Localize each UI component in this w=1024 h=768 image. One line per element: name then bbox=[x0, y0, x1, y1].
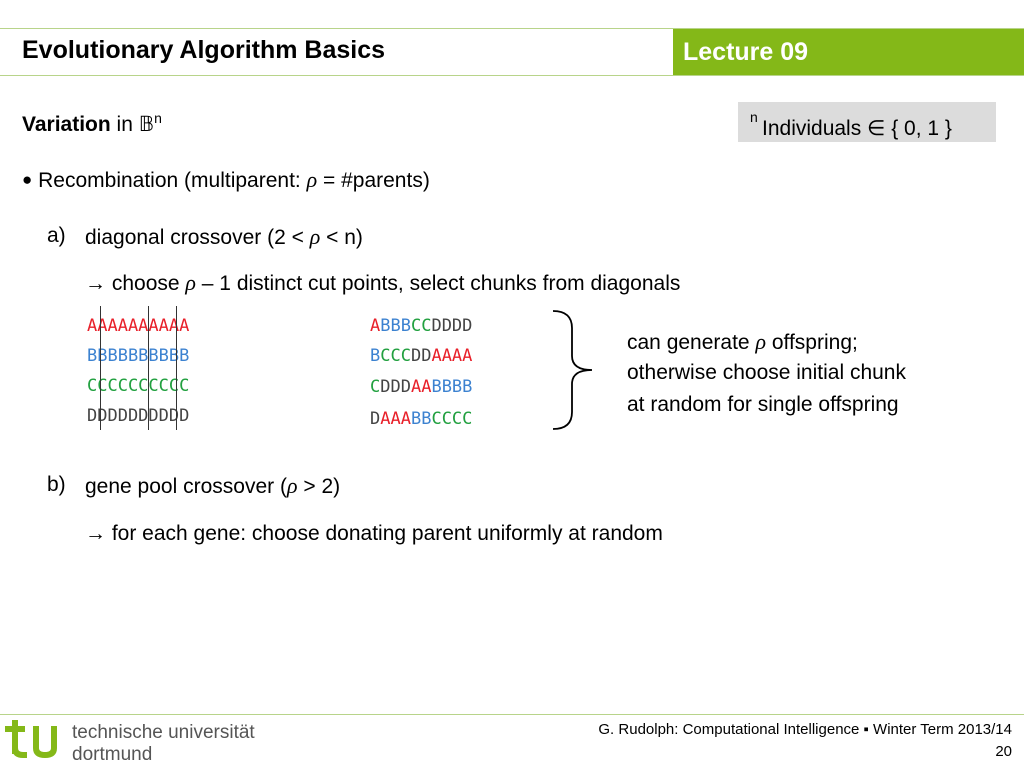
offspring-chunk: CCC bbox=[380, 346, 411, 366]
item-a-desc-b: – 1 distinct cut points, select chunks f… bbox=[195, 272, 681, 295]
individuals-label: Individuals ∈ { 0, 1 } bbox=[762, 117, 952, 140]
item-a-marker: a) bbox=[47, 224, 66, 247]
item-a-desc-a: → choose bbox=[85, 272, 186, 295]
lecture-badge: Lecture 09 bbox=[673, 29, 1024, 75]
university-line-2: dortmund bbox=[72, 744, 153, 765]
offspring-chunk: AA bbox=[410, 377, 432, 397]
offspring-chunk: DD bbox=[410, 346, 432, 366]
offspring-chunk: D bbox=[370, 409, 381, 429]
header-rule-bottom bbox=[0, 75, 1024, 76]
rho-symbol: ρ bbox=[286, 473, 298, 498]
offspring-chunk: DDD bbox=[380, 377, 411, 397]
offspring-chunk: BBB bbox=[380, 316, 411, 336]
offspring-chunk: B bbox=[370, 346, 381, 366]
offspring-chunk: BBBB bbox=[431, 377, 473, 397]
item-a-text-b: < n) bbox=[320, 226, 363, 249]
bullet-text-b: = #parents) bbox=[317, 169, 430, 192]
offspring-chunk: BB bbox=[410, 409, 432, 429]
item-a-text-a: diagonal crossover (2 < bbox=[85, 226, 310, 249]
parent-string: CCCCCCCCCC bbox=[87, 376, 190, 396]
bullet-dot: ● bbox=[22, 170, 33, 189]
bullet-text-a: Recombination (multiparent: bbox=[38, 169, 307, 192]
item-a-text: diagonal crossover (2 < ρ < n) bbox=[85, 224, 363, 250]
header-rule-top bbox=[0, 28, 1024, 29]
item-b-text-a: gene pool crossover ( bbox=[85, 475, 287, 498]
cut-line bbox=[176, 306, 177, 430]
item-a-description: → choose ρ – 1 distinct cut points, sele… bbox=[85, 270, 680, 296]
footer-rule bbox=[0, 714, 1024, 715]
slide-title: Evolutionary Algorithm Basics bbox=[22, 36, 386, 64]
section-heading: Variation in 𝔹n bbox=[22, 110, 162, 137]
offspring-chunk: CC bbox=[410, 316, 432, 336]
university-line-1: technische universität bbox=[72, 722, 255, 743]
offspring-chunk: CCCC bbox=[431, 409, 473, 429]
university-name: technische universität dortmund bbox=[72, 722, 255, 766]
offspring-string: ABBBCCDDDD bbox=[370, 316, 472, 336]
item-b-description: → for each gene: choose donating parent … bbox=[85, 522, 663, 545]
parent-string: DDDDDDDDDD bbox=[87, 406, 190, 426]
offspring-string: DAAABBCCCC bbox=[370, 409, 472, 429]
offspring-string: BCCCDDAAAA bbox=[370, 346, 472, 366]
rho-symbol: ρ bbox=[306, 167, 318, 192]
cut-line bbox=[148, 306, 149, 430]
parent-string: AAAAAAAAAA bbox=[87, 316, 190, 336]
item-b-text: gene pool crossover (ρ > 2) bbox=[85, 473, 340, 499]
note-line-3: at random for single offspring bbox=[627, 393, 899, 416]
offspring-chunk: DDDD bbox=[431, 316, 473, 336]
cut-line bbox=[100, 306, 101, 430]
item-b-text-b: > 2) bbox=[297, 475, 341, 498]
variation-label: Variation bbox=[22, 113, 111, 136]
note-line1-b: offspring; bbox=[766, 331, 858, 354]
note-line1-a: can generate bbox=[627, 331, 756, 354]
footer-credit: G. Rudolph: Computational Intelligence ▪… bbox=[598, 721, 1012, 738]
individuals-text: Individuals ∈ { 0, 1 }n bbox=[750, 109, 952, 140]
tu-logo-icon bbox=[5, 720, 57, 758]
item-b-marker: b) bbox=[47, 473, 66, 496]
offspring-chunk: A bbox=[370, 316, 381, 336]
page-number: 20 bbox=[995, 743, 1012, 760]
variation-exponent: n bbox=[154, 110, 162, 126]
lecture-label: Lecture 09 bbox=[683, 38, 809, 66]
offspring-string: CDDDAABBBB bbox=[370, 377, 472, 397]
parent-string: BBBBBBBBBB bbox=[87, 346, 190, 366]
variation-rest: in 𝔹 bbox=[116, 113, 155, 136]
bullet-recombination: ● Recombination (multiparent: ρ = #paren… bbox=[22, 167, 430, 193]
individuals-exponent: n bbox=[750, 109, 758, 125]
rho-symbol: ρ bbox=[309, 224, 321, 249]
offspring-chunk: AAA bbox=[380, 409, 411, 429]
rho-symbol: ρ bbox=[755, 329, 766, 354]
note-line-2: otherwise choose initial chunk bbox=[627, 361, 906, 384]
offspring-chunk: C bbox=[370, 377, 381, 397]
individuals-box: Individuals ∈ { 0, 1 }n bbox=[738, 102, 996, 142]
rho-symbol: ρ bbox=[185, 270, 196, 295]
offspring-chunk: AAAA bbox=[431, 346, 473, 366]
right-brace-icon bbox=[552, 310, 593, 430]
note-line-1: can generate ρ offspring; bbox=[627, 329, 858, 355]
